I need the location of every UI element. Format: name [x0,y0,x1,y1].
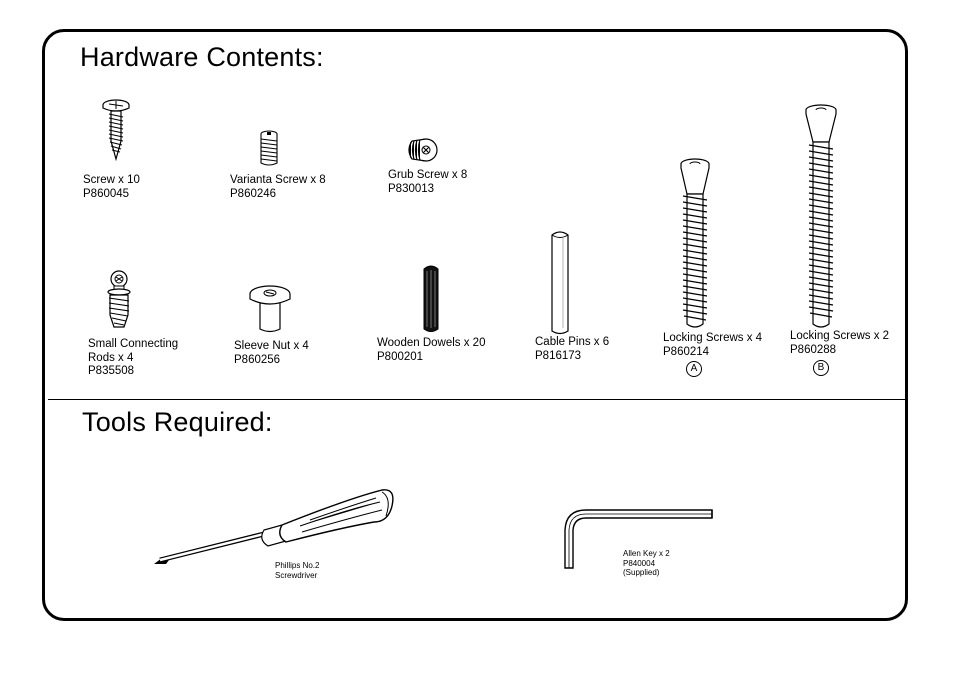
varianta-screw-icon [260,130,278,166]
screw-icon [102,99,130,162]
small-connecting-rods-name: Small Connecting [88,338,179,350]
cable-pins-label: Cable Pins x 6 P816173 [535,336,609,363]
screwdriver-label: Phillips No.2 Screwdriver [275,561,319,580]
cable-pins-name: Cable Pins x 6 [535,336,610,348]
hardware-contents-title: Hardware Contents: [80,42,324,72]
wooden-dowels-name: Wooden Dowels x 20 [377,337,486,349]
screw-code: P860045 [83,187,130,200]
small-connecting-rod-icon [107,270,131,328]
locking-screw-a-icon [680,158,710,328]
small-connecting-rods-label: Small Connecting Rods x 4 P835508 [88,338,178,379]
allen-key-code: P840004 [623,558,656,568]
section-divider [48,399,906,400]
locking-screws-b-name: Locking Screws x 2 [790,330,890,342]
locking-screws-a-code: P860214 [663,345,710,358]
locking-screw-b-icon [805,104,837,328]
screwdriver-name: Phillips No.2 [275,561,320,570]
screw-label: Screw x 10 P860045 [83,174,140,201]
varianta-screw-label: Varianta Screw x 8 P860246 [230,174,326,201]
small-connecting-rods-code: P835508 [88,365,135,377]
allen-key-icon [564,509,713,569]
screwdriver-name2: Screwdriver [275,570,318,580]
cable-pin-icon [551,231,569,335]
wooden-dowels-label: Wooden Dowels x 20 P800201 [377,337,485,364]
small-connecting-rods-name2: Rods x 4 [88,351,134,364]
tools-required-title: Tools Required: [82,407,273,437]
grub-screw-label: Grub Screw x 8 P830013 [388,169,467,196]
cable-pins-code: P816173 [535,349,582,362]
allen-key-note: (Supplied) [623,568,660,577]
sleeve-nut-icon [249,285,291,333]
locking-screws-b-label: Locking Screws x 2 P860288 [790,330,889,357]
screwdriver-icon [154,489,394,564]
locking-screws-a-label: Locking Screws x 4 P860214 [663,332,762,359]
varianta-screw-name: Varianta Screw x 8 [230,174,326,186]
grub-screw-icon [408,138,438,162]
marker-b: B [813,360,829,376]
sleeve-nut-name: Sleeve Nut x 4 [234,340,309,352]
grub-screw-name: Grub Screw x 8 [388,169,468,181]
wooden-dowels-code: P800201 [377,350,424,363]
hardware-panel [42,29,908,621]
varianta-screw-code: P860246 [230,187,277,200]
locking-screws-b-code: P860288 [790,343,837,356]
allen-key-label: Allen Key x 2 P840004 (Supplied) [623,549,670,578]
marker-a: A [686,361,702,377]
grub-screw-code: P830013 [388,182,435,195]
sleeve-nut-label: Sleeve Nut x 4 P860256 [234,340,309,367]
locking-screws-a-name: Locking Screws x 4 [663,332,763,344]
sleeve-nut-code: P860256 [234,353,281,366]
screw-name: Screw x 10 [83,174,140,186]
allen-key-name: Allen Key x 2 [623,549,670,558]
wooden-dowel-icon [423,265,439,332]
